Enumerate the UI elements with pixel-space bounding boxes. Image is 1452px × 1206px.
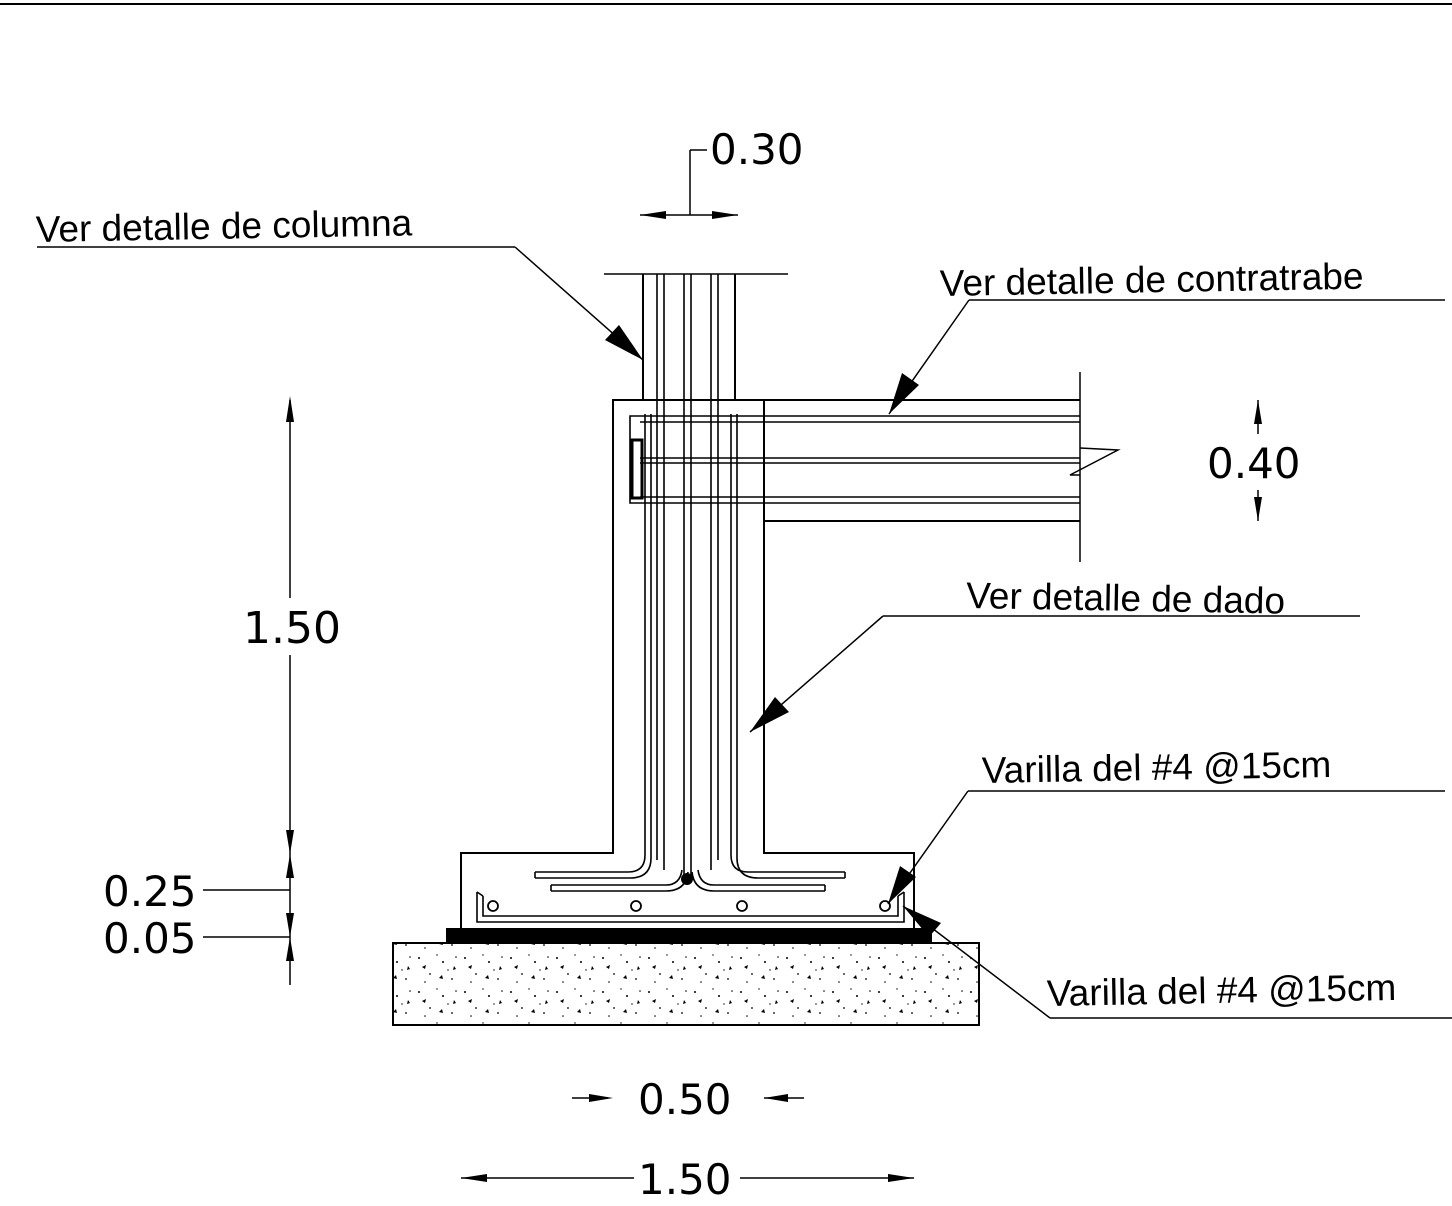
label-beam-detail: Ver detalle de contratrabe xyxy=(939,256,1363,304)
arrow xyxy=(1254,497,1262,521)
arrow xyxy=(286,396,294,422)
leader-rebar-top-arrow xyxy=(888,866,916,904)
arrow xyxy=(286,830,294,854)
column-rebars xyxy=(656,274,719,878)
arrow xyxy=(286,937,294,961)
arrow xyxy=(286,854,294,878)
arrow xyxy=(712,211,738,219)
leader-column-arrow xyxy=(605,325,643,360)
base-layer xyxy=(446,928,932,943)
dim-text-beam-height: 0.40 xyxy=(1207,439,1301,488)
arrow xyxy=(640,211,666,219)
leader-column xyxy=(37,246,644,361)
label-rebar-bottom: Varilla del #4 @15cm xyxy=(1046,967,1396,1014)
arrow xyxy=(589,1094,613,1102)
lean-concrete-base xyxy=(392,942,980,1026)
beam-rebars xyxy=(629,415,1080,504)
leader-pier xyxy=(749,615,1360,733)
leader-rebar-bottom-arrow xyxy=(903,906,941,937)
pier-rebars xyxy=(534,414,846,879)
dim-text-base-thickness: 0.05 xyxy=(103,914,197,963)
dim-text-pier-width: 0.50 xyxy=(638,1075,732,1124)
arrow xyxy=(461,1174,487,1182)
arrow xyxy=(764,1094,788,1102)
dim-text-pier-height: 1.50 xyxy=(243,603,341,654)
break-symbol xyxy=(1069,447,1121,476)
arrow xyxy=(1254,400,1262,424)
dim-vertical-chain xyxy=(203,400,291,985)
label-pier-detail: Ver detalle de dado xyxy=(966,575,1286,622)
dim-text-footing-width: 1.50 xyxy=(638,1155,732,1204)
footing-outline xyxy=(460,399,915,928)
arrow xyxy=(286,913,294,937)
leader-beam xyxy=(888,299,1445,415)
beam-hook-block xyxy=(630,438,644,500)
label-rebar-top: Varilla del #4 @15cm xyxy=(981,744,1331,791)
rebar-sections xyxy=(487,900,891,912)
dim-text-footing-thickness: 0.25 xyxy=(103,867,197,916)
arrow xyxy=(888,1174,914,1182)
footing-bottom-bars xyxy=(476,891,905,923)
center-bar xyxy=(681,873,693,885)
leader-pier-arrow xyxy=(750,697,789,732)
leader-beam-arrow xyxy=(889,373,919,414)
label-column-detail: Ver detalle de columna xyxy=(35,202,412,250)
leader-rebar-top xyxy=(887,790,1445,905)
dim-text-column-width: 0.30 xyxy=(710,125,804,174)
